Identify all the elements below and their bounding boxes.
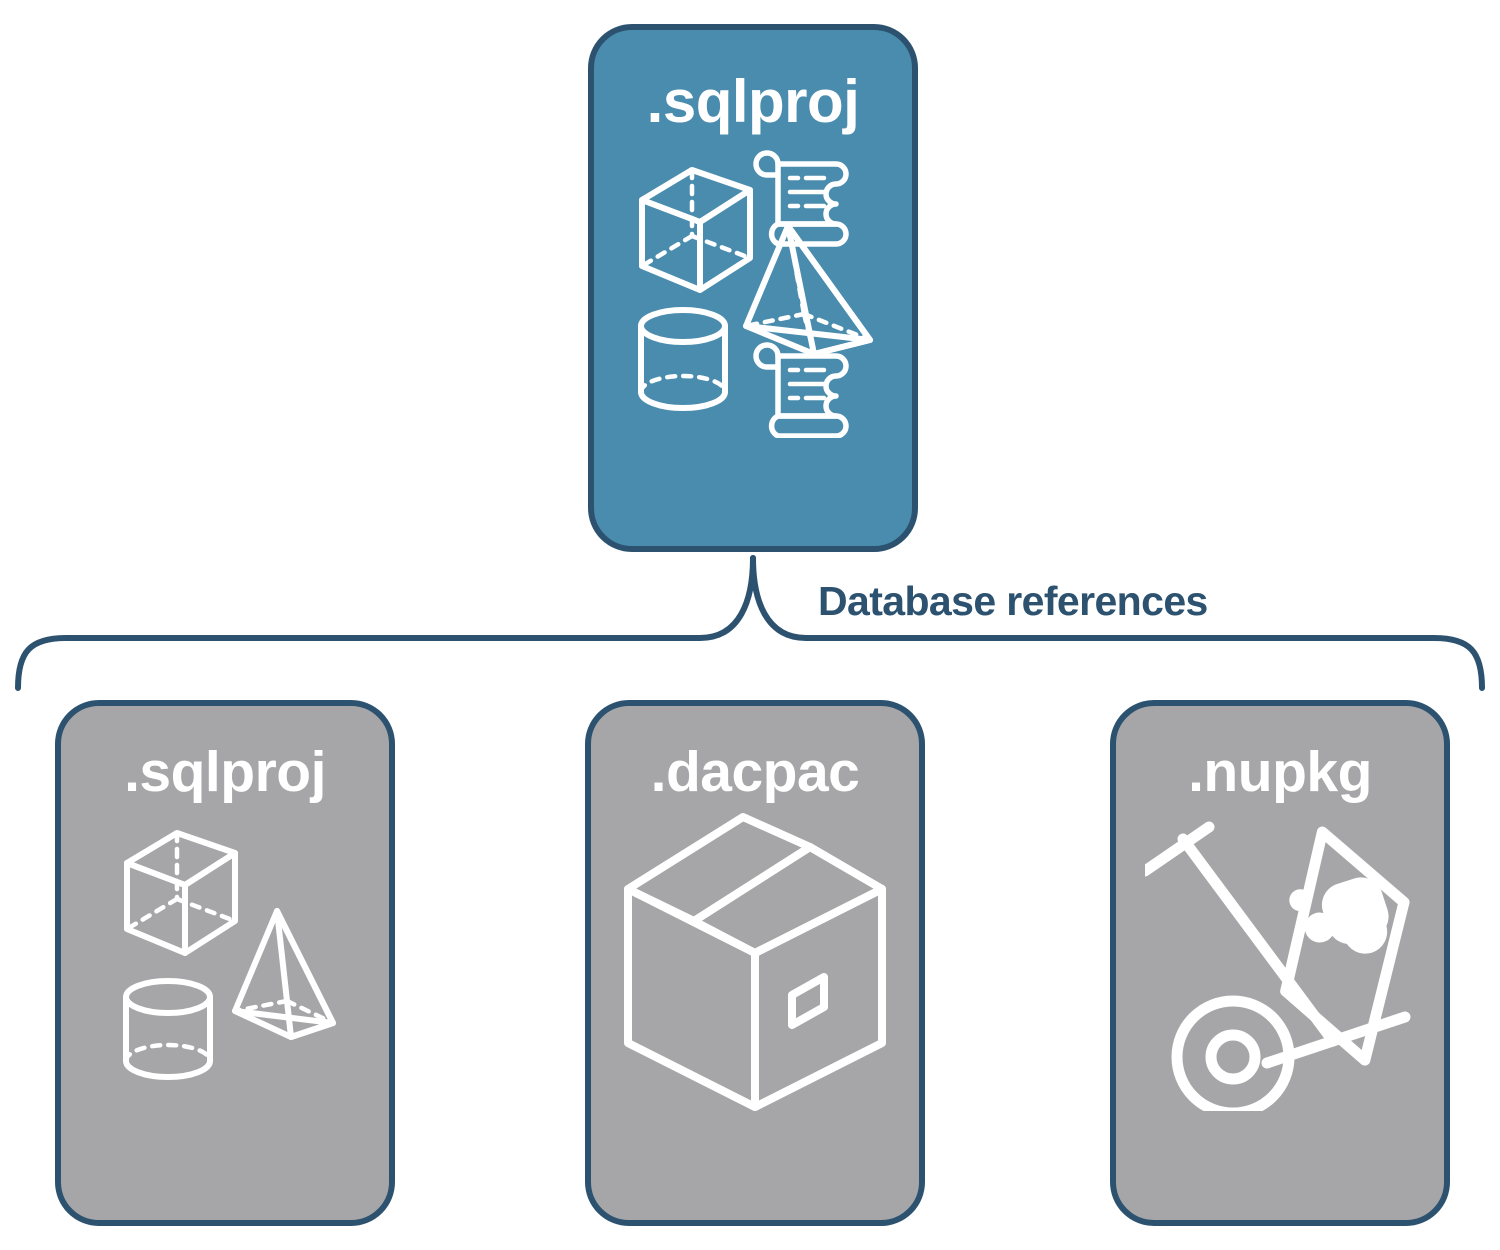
connector-bracket — [15, 555, 1485, 691]
card-sqlproj-reference[interactable]: .sqlproj — [55, 700, 395, 1226]
cube-wireframe-icon — [124, 830, 238, 956]
pyramid-wireframe-icon — [232, 908, 336, 1040]
card-title-nupkg: .nupkg — [1188, 740, 1372, 804]
dacpac-icon-group — [624, 811, 886, 1111]
card-dacpac[interactable]: .dacpac — [585, 700, 925, 1226]
cylinder-wireframe-icon — [123, 978, 213, 1080]
script-scroll-icon — [753, 150, 849, 247]
card-title-sqlproj-root: .sqlproj — [646, 68, 860, 135]
script-scroll-icon — [753, 342, 849, 439]
card-sqlproj-root[interactable]: .sqlproj — [588, 24, 918, 552]
card-title-sqlproj-reference: .sqlproj — [124, 740, 326, 804]
sqlproj-reference-icon-group — [105, 811, 345, 1091]
root-icon-group — [628, 148, 878, 439]
card-nupkg[interactable]: .nupkg — [1110, 700, 1450, 1226]
cylinder-wireframe-icon — [638, 307, 728, 411]
shipping-box-icon — [624, 813, 886, 1111]
cube-wireframe-icon — [639, 167, 753, 293]
nupkg-icon-group — [1139, 811, 1415, 1119]
card-title-dacpac: .dacpac — [650, 740, 860, 804]
hand-truck-package-icon — [1139, 821, 1411, 1119]
connector-label-database-references: Database references — [818, 578, 1208, 624]
